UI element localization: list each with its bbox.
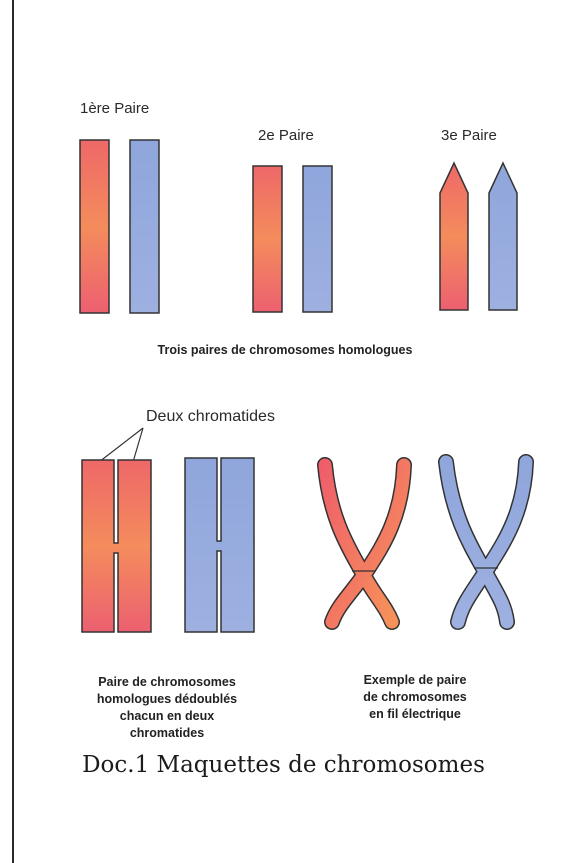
pair1-chromosome-blue (130, 140, 159, 313)
left-bottom-caption: Paire de chromosomes homologues dédoublé… (62, 674, 272, 742)
pair3-label: 3e Paire (441, 127, 497, 144)
document-caption: Doc.1 Maquettes de chromosomes (0, 752, 567, 778)
pair1-chromosome-red (80, 140, 109, 313)
pair1-label: 1ère Paire (80, 100, 149, 117)
top-caption: Trois paires de chromosomes homologues (100, 342, 470, 359)
right-bottom-caption: Exemple de paire de chromosomes en fil é… (325, 672, 505, 723)
wire-chromosome-blue (446, 462, 526, 622)
pair2-chromosome-red (253, 166, 282, 312)
pair2-chromosome-blue (303, 166, 332, 312)
chromatids-label: Deux chromatides (146, 408, 275, 426)
pair3-chromosome-blue (489, 163, 517, 310)
duplicated-chromosome-red (82, 460, 151, 632)
pointer-line-right (133, 428, 143, 462)
wire-chromosome-red (325, 465, 404, 622)
pair2-label: 2e Paire (258, 127, 314, 144)
duplicated-chromosome-blue (185, 458, 254, 632)
pointer-line-left (99, 428, 143, 462)
pair3-chromosome-red (440, 163, 468, 310)
